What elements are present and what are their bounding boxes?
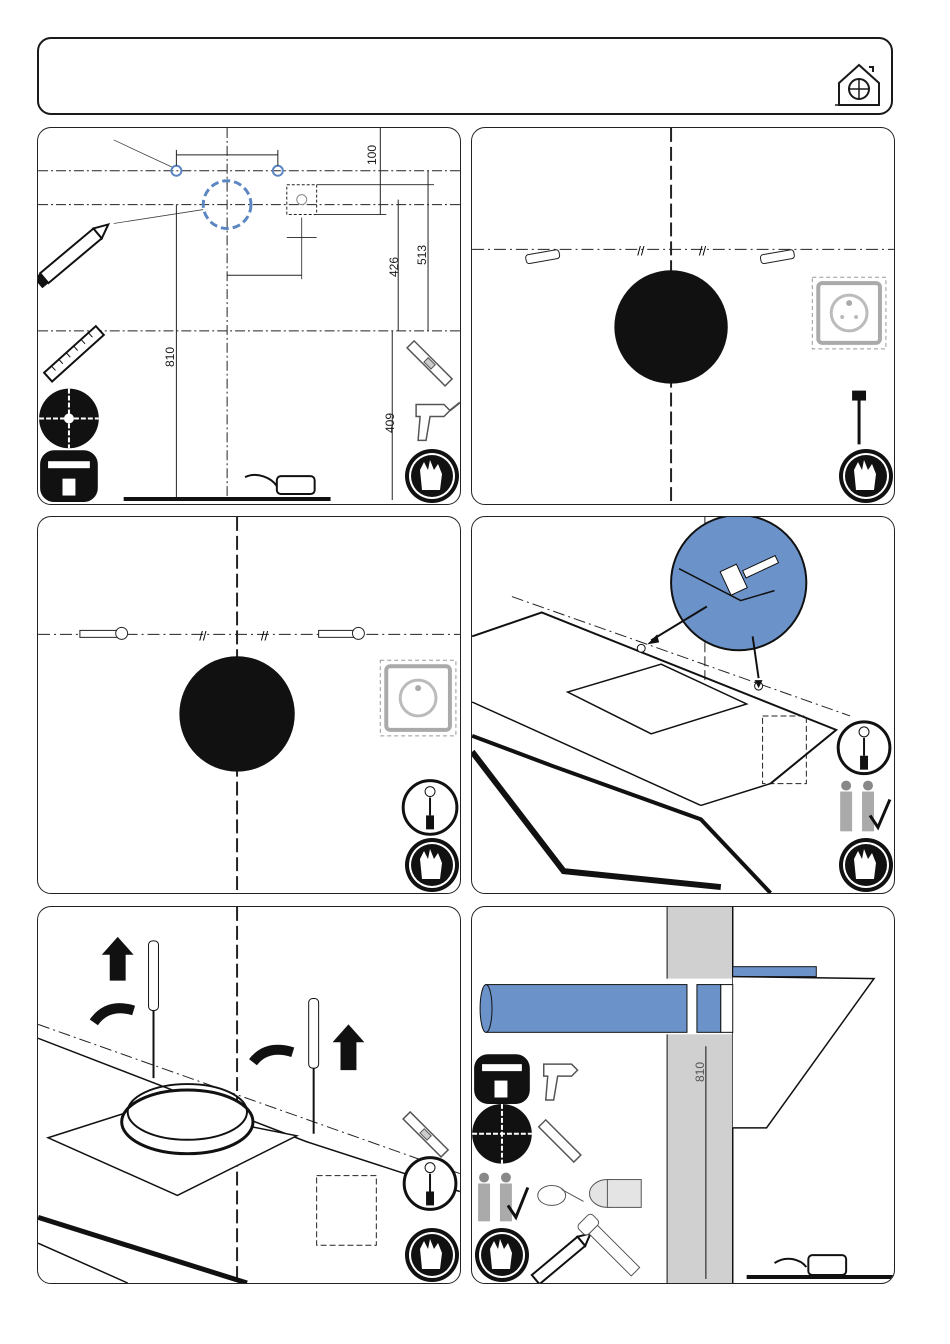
drill-icon [544, 1064, 578, 1100]
hole-template-icon [472, 1054, 532, 1163]
socket-icon [380, 660, 456, 736]
screwdriver-icon [403, 781, 457, 835]
svg-text://: // [699, 243, 707, 258]
gloves-icon [474, 1227, 530, 1283]
svg-text://: // [637, 243, 645, 258]
ruler-icon [44, 326, 104, 381]
dim-100: 100 [365, 145, 379, 165]
screwdriver-icon [838, 722, 890, 774]
screws-diagram: // // [38, 517, 460, 893]
gloves-icon [838, 837, 894, 893]
panel-duct: 810 [471, 906, 895, 1284]
anchor-icon [525, 249, 795, 264]
header-frame [37, 37, 893, 115]
home-fan-icon [833, 57, 885, 109]
remove-ring-diagram [38, 907, 460, 1283]
dim-513: 513 [415, 245, 429, 265]
hammer-icon [852, 391, 866, 445]
hook-hood-diagram [472, 517, 894, 893]
screw-icon [80, 627, 364, 639]
level-icon [403, 1112, 448, 1157]
gloves-icon [838, 448, 894, 504]
pencil-icon [38, 220, 112, 289]
panel-measurement: 100 426 513 810 409 [37, 127, 461, 505]
panel-hook-hood [471, 516, 895, 894]
hole-template-icon [39, 389, 99, 502]
level-icon [539, 1120, 581, 1162]
svg-text://: // [261, 628, 269, 643]
level-icon [407, 341, 452, 386]
socket-icon [812, 277, 886, 349]
dim-426: 426 [387, 257, 401, 277]
drill-icon [416, 403, 460, 441]
two-persons-icon [840, 781, 890, 832]
svg-text://: // [199, 628, 207, 643]
panel-screws: // // [37, 516, 461, 894]
gloves-icon [404, 1227, 460, 1283]
dim-810: 810 [693, 1062, 707, 1082]
two-persons-icon [478, 1173, 528, 1222]
duct-diagram [472, 907, 894, 1283]
pencil-icon [532, 1229, 595, 1283]
tape-icon [538, 1180, 641, 1208]
gloves-icon [404, 837, 460, 893]
screwdriver-icon [404, 1158, 456, 1210]
gloves-icon [404, 448, 460, 504]
dim-409: 409 [383, 413, 397, 433]
panel-anchors: // // [471, 127, 895, 505]
measurement-diagram [38, 128, 460, 504]
anchors-diagram: // // [472, 128, 894, 504]
panel-remove-ring [37, 906, 461, 1284]
dim-810: 810 [163, 347, 177, 367]
